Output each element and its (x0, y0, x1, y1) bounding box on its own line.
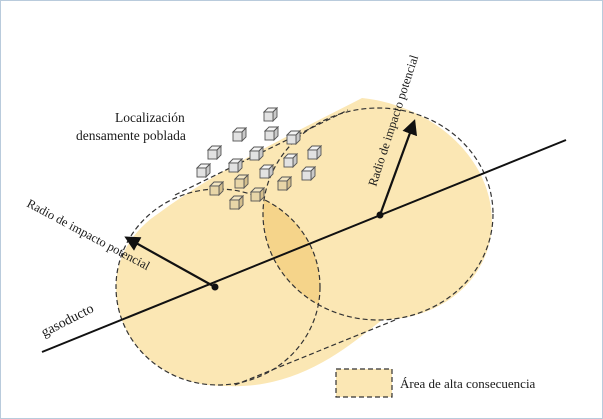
legend-label: Área de alta consecuencia (400, 376, 536, 391)
pipeline-line (41, 139, 567, 353)
radius-arrow-left (124, 236, 216, 288)
radius-label-left: Radio de impacto potencial (25, 196, 153, 273)
radius-arrow-right (378, 119, 418, 216)
high-consequence-area (115, 98, 494, 387)
legend-swatch (335, 368, 393, 398)
populated-label-line1: Localización (115, 110, 185, 125)
legend: Área de alta consecuencia (335, 368, 536, 398)
populated-label-line2: densamente poblada (76, 128, 186, 143)
pipeline-label: gasoducto (39, 301, 96, 340)
